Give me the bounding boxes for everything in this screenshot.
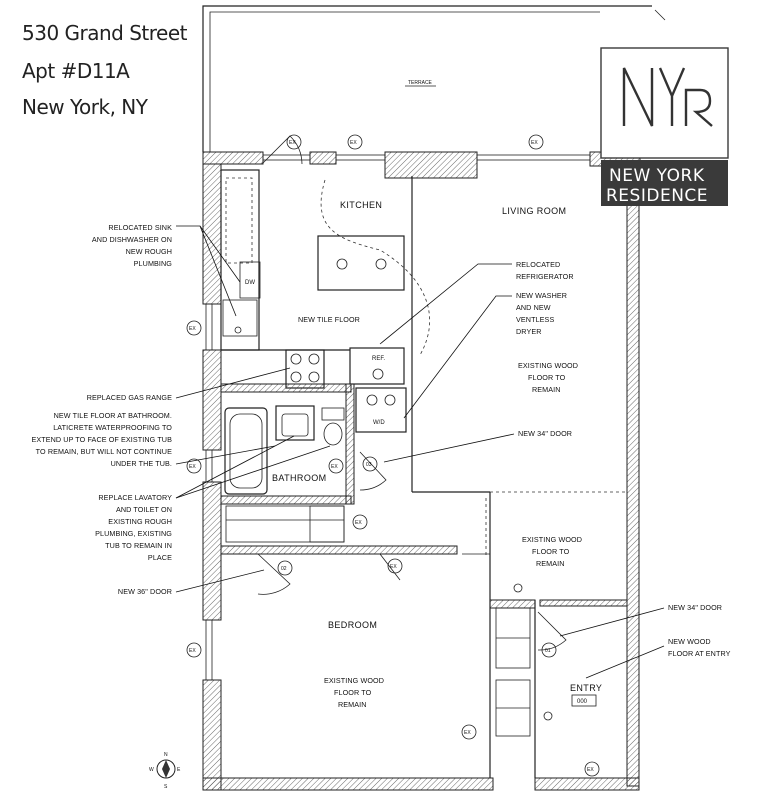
note-new-wood-entry-1: NEW WOOD [668,637,711,646]
note-replace-lavatory-6: PLACE [148,553,172,562]
note-existing-wood-living-3: REMAIN [532,385,561,394]
note-replace-lavatory-3: EXISTING ROUGH [108,517,172,526]
room-labels: KITCHEN LIVING ROOM BATHROOM BEDROOM ENT… [272,200,602,707]
note-existing-wood-living-1: EXISTING WOOD [518,361,578,370]
kitchen-label: KITCHEN [340,200,382,210]
living-room-label: LIVING ROOM [502,206,566,216]
annotation-notes: RELOCATED SINK AND DISHWASHER ON NEW ROU… [31,223,730,709]
logo-n-icon [622,67,654,127]
door-tag-01: 01 [545,648,551,654]
note-bath-tile-5: UNDER THE TUB. [111,459,172,468]
address-line-3: New York, NY [22,95,149,119]
kitchen-fixtures: DW REF. W/D [220,169,431,433]
entry-label: ENTRY [570,683,602,693]
note-existing-wood-living-2: FLOOR TO [528,373,566,382]
compass-south: S [164,784,168,790]
bathroom-fixtures [224,405,345,543]
note-replace-lavatory-4: PLUMBING, EXISTING [95,529,172,538]
note-replaced-gas-range: REPLACED GAS RANGE [87,393,172,402]
door-tag-03: 03 [366,462,372,468]
ex-tag: EX [289,140,296,146]
note-replace-lavatory-5: TUB TO REMAIN IN [105,541,172,550]
ex-tag: EX [189,464,196,470]
compass-east: E [177,767,181,773]
note-relocated-sink-1: RELOCATED SINK [108,223,172,232]
bathroom-label: BATHROOM [272,473,327,483]
outer-walls [202,151,641,791]
logo-y-icon [658,67,686,126]
door-tags: 01 02 03 [277,456,557,658]
note-new-washer-2: AND NEW [516,303,551,312]
note-relocated-sink-2: AND DISHWASHER ON [92,235,172,244]
note-replace-lavatory-1: REPLACE LAVATORY [98,493,172,502]
door-tag-02: 02 [281,566,287,572]
ex-tag: EX [531,140,538,146]
note-existing-wood-hall-3: REMAIN [536,559,565,568]
note-relocated-refrigerator-1: RELOCATED [516,260,560,269]
existing-tags: EX EX EX EX EX EX EX EX EX EX EX [186,134,600,777]
address-block: 530 Grand Street Apt #D11A New York, NY [22,21,188,119]
logo-line-1: NEW YORK [609,166,705,186]
note-new-washer-4: DRYER [516,327,542,336]
address-line-1: 530 Grand Street [22,21,188,45]
ex-tag: EX [350,140,357,146]
ex-tag: EX [189,648,196,654]
note-new-washer-3: VENTLESS [516,315,554,324]
terrace: TERRACE [202,5,666,152]
note-existing-wood-hall-2: FLOOR TO [532,547,570,556]
address-line-2: Apt #D11A [22,59,130,83]
entry-closet [495,583,553,737]
ex-tag: EX [355,520,362,526]
note-replace-lavatory-2: AND TOILET ON [116,505,172,514]
ex-tag: EX [331,464,338,470]
refrigerator-label: REF. [372,356,385,362]
note-existing-wood-bedroom-2: FLOOR TO [334,688,372,697]
note-existing-wood-bedroom-1: EXISTING WOOD [324,676,384,685]
note-new-34-door-living: NEW 34" DOOR [518,429,572,438]
note-new-tile-kitchen: NEW TILE FLOOR [298,315,360,324]
logo-r-icon [684,88,713,127]
logo: NEW YORK RESIDENCE [600,47,729,206]
note-new-36-door: NEW 36" DOOR [118,587,172,596]
note-relocated-sink-3: NEW ROUGH [126,247,172,256]
note-relocated-sink-4: PLUMBING [134,259,173,268]
terrace-label: TERRACE [408,80,433,86]
ex-tag: EX [189,326,196,332]
compass-west: W [149,767,154,773]
note-new-34-door-entry: NEW 34" DOOR [668,603,722,612]
note-existing-wood-hall-1: EXISTING WOOD [522,535,582,544]
entry-code: 000 [577,699,588,705]
note-new-wood-entry-2: FLOOR AT ENTRY [668,649,731,658]
ex-tag: EX [390,564,397,570]
note-bath-tile-1: NEW TILE FLOOR AT BATHROOM. [54,411,172,420]
note-relocated-refrigerator-2: REFRIGERATOR [516,272,574,281]
note-bath-tile-3: EXTEND UP TO FACE OF EXISTING TUB [31,435,172,444]
logo-line-2: RESIDENCE [606,186,708,206]
ex-tag: EX [464,730,471,736]
note-existing-wood-bedroom-3: REMAIN [338,700,367,709]
note-bath-tile-2: LATICRETE WATERPROOFING TO [53,423,172,432]
note-bath-tile-4: TO REMAIN, BUT WILL NOT CONTINUE [36,447,172,456]
bedroom-label: BEDROOM [328,620,377,630]
compass-icon: N S E W [149,752,181,790]
note-new-washer-1: NEW WASHER [516,291,567,300]
logo-band [601,160,728,206]
washer-dryer-label: W/D [373,420,385,426]
compass-north: N [164,752,168,758]
interior-walls [220,176,628,778]
ex-tag: EX [587,767,594,773]
dishwasher-label: DW [245,280,255,286]
